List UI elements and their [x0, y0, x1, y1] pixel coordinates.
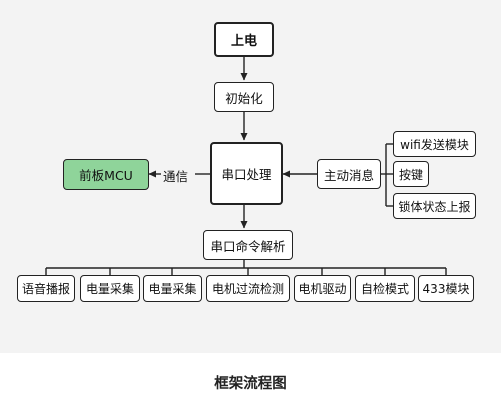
node-serial-process: 串口处理 — [210, 142, 283, 205]
diagram-edges — [45, 57, 447, 275]
node-lock-status: 锁体状态上报 — [393, 193, 476, 219]
node-active-msg: 主动消息 — [317, 159, 381, 189]
node-init: 初始化 — [214, 82, 274, 112]
diagram-caption: 框架流程图 — [214, 376, 287, 392]
node-serial-parse: 串口命令解析 — [203, 230, 293, 260]
node-motor-overcurrent: 电机过流检测 — [206, 275, 290, 302]
node-voice: 语音播报 — [17, 275, 75, 302]
node-power-collect-2: 电量采集 — [143, 275, 202, 302]
edge-label-communication: 通信 — [163, 169, 189, 184]
node-self-check: 自检模式 — [355, 275, 415, 302]
node-power-collect-1: 电量采集 — [80, 275, 140, 302]
node-front-mcu: 前板MCU — [63, 159, 149, 190]
node-keys: 按键 — [393, 161, 429, 187]
node-motor-drive: 电机驱动 — [294, 275, 351, 302]
node-wifi-module: wifi发送模块 — [393, 131, 476, 157]
node-power-on: 上电 — [214, 22, 274, 57]
node-433-module: 433模块 — [418, 275, 474, 302]
